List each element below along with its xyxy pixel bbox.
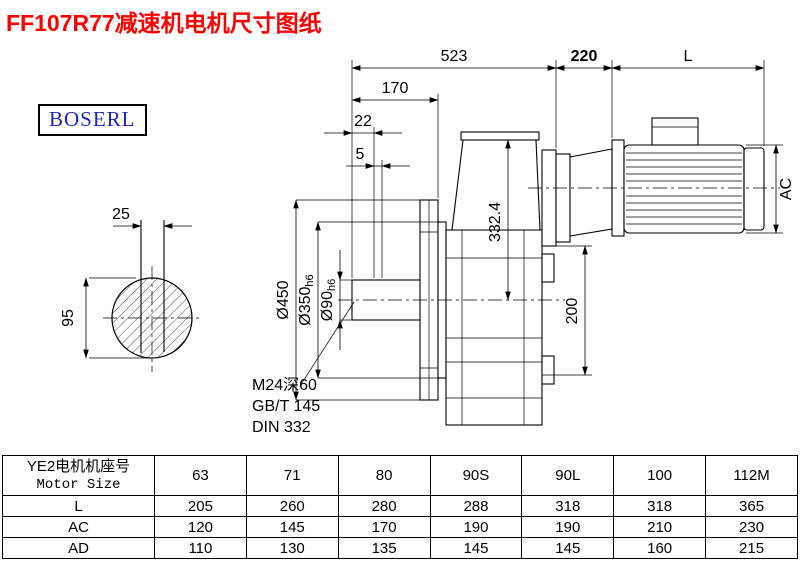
motor-fins — [626, 152, 742, 225]
value-cell: 120 — [154, 516, 247, 538]
value-cell: 190 — [429, 516, 523, 538]
dim-spigot-tolerance: h6 — [304, 274, 316, 286]
row-label-cell: AD — [2, 537, 155, 559]
output-shaft — [351, 279, 423, 321]
dim-step-5-label: 5 — [356, 146, 365, 163]
value-cell: 288 — [429, 495, 523, 517]
value-cell: 260 — [245, 495, 339, 517]
dim-shaft-height-label: 95 — [60, 309, 77, 327]
dim-flange-od-label: Ø450 — [275, 280, 292, 319]
value-cell: 170 — [337, 516, 431, 538]
table-row-AC: AC 120 145 170 190 190 210 230 — [2, 516, 798, 538]
table-row-L: L 205 260 280 288 318 318 365 — [2, 495, 798, 517]
shaft-end-view — [103, 220, 203, 372]
size-header-cell: 90S — [429, 455, 523, 496]
size-header-cell: 63 — [154, 455, 247, 496]
value-cell: 145 — [429, 537, 523, 559]
dim-shaft-tolerance: h6 — [326, 279, 338, 291]
value-cell: 215 — [705, 537, 798, 559]
dim-adapter-length-label: 220 — [571, 48, 598, 65]
table-row-AD: AD 110 130 135 145 145 160 215 — [2, 537, 798, 559]
header-cn: YE2电机机座号 — [26, 458, 131, 475]
dimensions: 523 220 L 170 22 5 25 — [60, 48, 795, 401]
value-cell: 145 — [521, 537, 615, 559]
size-header-cell: 100 — [613, 455, 707, 496]
dim-shaft-diameter-label: Ø90h6 — [319, 279, 338, 322]
note-standard-gb: GB/T 145 — [252, 398, 320, 415]
reducer-motor-side-view — [351, 117, 765, 426]
dim-height-332-label: 332.4 — [487, 202, 504, 242]
housing-cap — [460, 131, 540, 141]
motor-body — [623, 144, 745, 234]
dim-step-22-label: 22 — [354, 113, 372, 130]
bolt-boss — [541, 355, 555, 385]
adapter-ring — [541, 149, 557, 247]
value-cell: 230 — [705, 516, 798, 538]
size-header-cell: 112M — [705, 455, 798, 496]
value-cell: 318 — [613, 495, 707, 517]
thread-notes: M24深60 GB/T 145 DIN 332 — [252, 301, 355, 436]
leader-line — [299, 301, 355, 387]
value-cell: 160 — [613, 537, 707, 559]
brand-logo: BOSERL — [38, 104, 147, 136]
dim-depth-200-label: 200 — [564, 298, 581, 325]
value-cell: 318 — [521, 495, 615, 517]
dim-keyway-width-label: 25 — [112, 206, 130, 223]
page-title: FF107R77减速机电机尺寸图纸 — [6, 10, 322, 36]
row-label-cell: AC — [2, 516, 155, 538]
dim-total-length-label: 523 — [441, 48, 468, 65]
dim-motor-length-label: L — [684, 48, 693, 65]
centerlines — [338, 187, 780, 301]
dim-spigot-label: Ø350h6 — [297, 274, 316, 325]
terminal-box — [651, 117, 699, 146]
note-standard-din: DIN 332 — [252, 419, 311, 436]
dim-shaft-value: Ø90 — [319, 291, 336, 321]
value-cell: 280 — [337, 495, 431, 517]
value-cell: 210 — [613, 516, 707, 538]
adapter-ring — [555, 153, 571, 243]
dim-flange-offset-label: 170 — [382, 80, 409, 97]
header-en: Motor Size — [36, 477, 121, 493]
technical-drawing: 523 220 L 170 22 5 25 — [60, 48, 795, 436]
value-cell: 190 — [521, 516, 615, 538]
size-header-cell: 80 — [337, 455, 431, 496]
note-tap-thread: M24深60 — [252, 376, 317, 394]
size-header-cell: 71 — [245, 455, 339, 496]
dim-motor-ac-label: AC — [778, 178, 795, 200]
value-cell: 130 — [245, 537, 339, 559]
value-cell: 110 — [154, 537, 247, 559]
value-cell: 205 — [154, 495, 247, 517]
row-label-cell: L — [2, 495, 155, 517]
fan-cowl — [743, 147, 765, 231]
bolt-boss — [541, 253, 555, 283]
bell-housing — [569, 148, 613, 237]
table-header-row: YE2电机机座号 Motor Size 63 71 80 90S 90L 100… — [2, 455, 798, 496]
gear-housing — [445, 229, 543, 426]
value-cell: 365 — [705, 495, 798, 517]
value-cell: 135 — [337, 537, 431, 559]
dim-spigot-value: Ø350 — [297, 286, 314, 325]
motor-dimension-table: YE2电机机座号 Motor Size 63 71 80 90S 90L 100… — [2, 455, 798, 559]
size-header-cell: 90L — [521, 455, 615, 496]
motor-size-header-cell: YE2电机机座号 Motor Size — [2, 455, 155, 496]
value-cell: 145 — [245, 516, 339, 538]
